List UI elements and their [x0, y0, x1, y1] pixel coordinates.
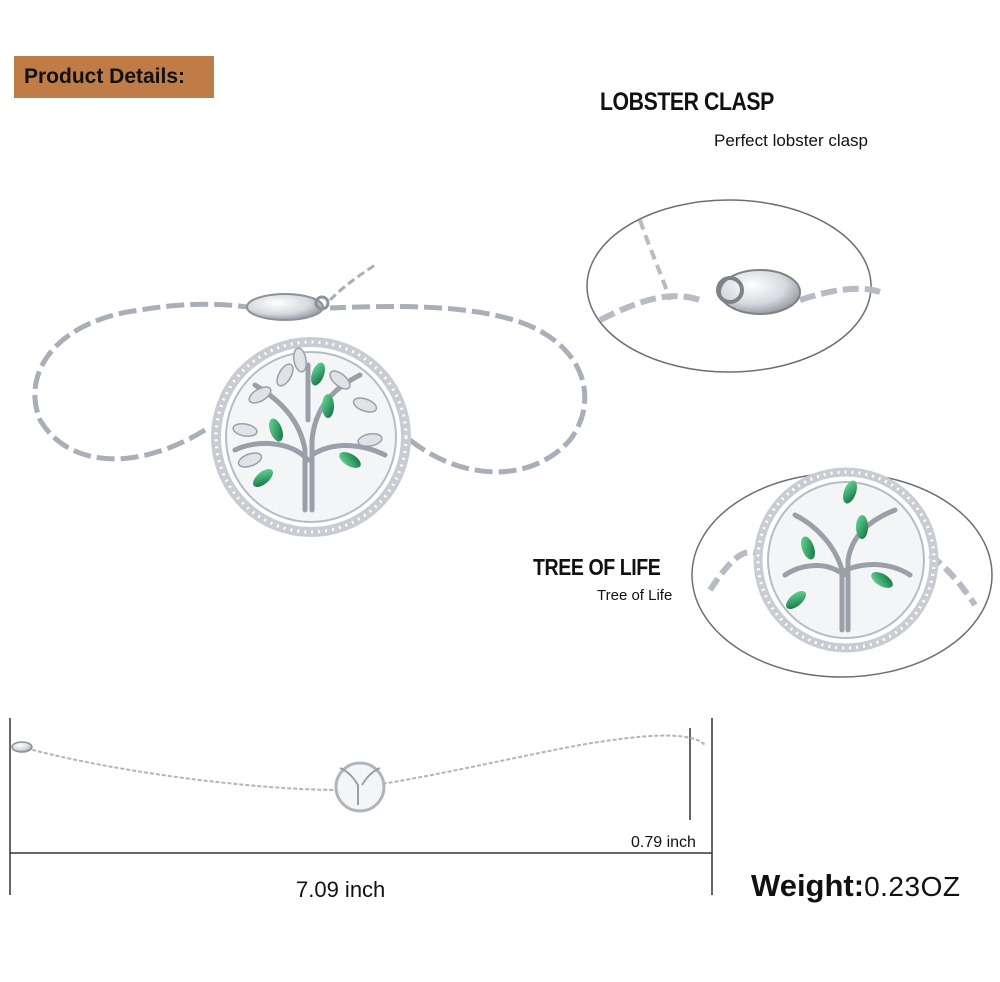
bracelet-chain [32, 263, 588, 475]
clasp-subtitle: Perfect lobster clasp [714, 131, 869, 150]
lobster-clasp [246, 293, 330, 321]
weight-info: Weight:0.23OZ [751, 868, 960, 904]
weight-value: 0.23OZ [864, 871, 961, 902]
tree-subtitle: Tree of Life [597, 587, 673, 604]
clasp-title: LOBSTER CLASP [600, 88, 774, 116]
product-details-badge: Product Details: [14, 56, 214, 98]
tree-closeup [691, 467, 993, 678]
length-dimension-label: 7.09 inch [296, 877, 386, 902]
tree-title: TREE OF LIFE [533, 554, 661, 580]
width-dimension-label: 0.79 inch [631, 834, 696, 851]
weight-label: Weight: [751, 868, 865, 903]
clasp-closeup [586, 199, 881, 373]
dimension-diagram [9, 718, 713, 895]
tree-pendant [211, 337, 411, 537]
